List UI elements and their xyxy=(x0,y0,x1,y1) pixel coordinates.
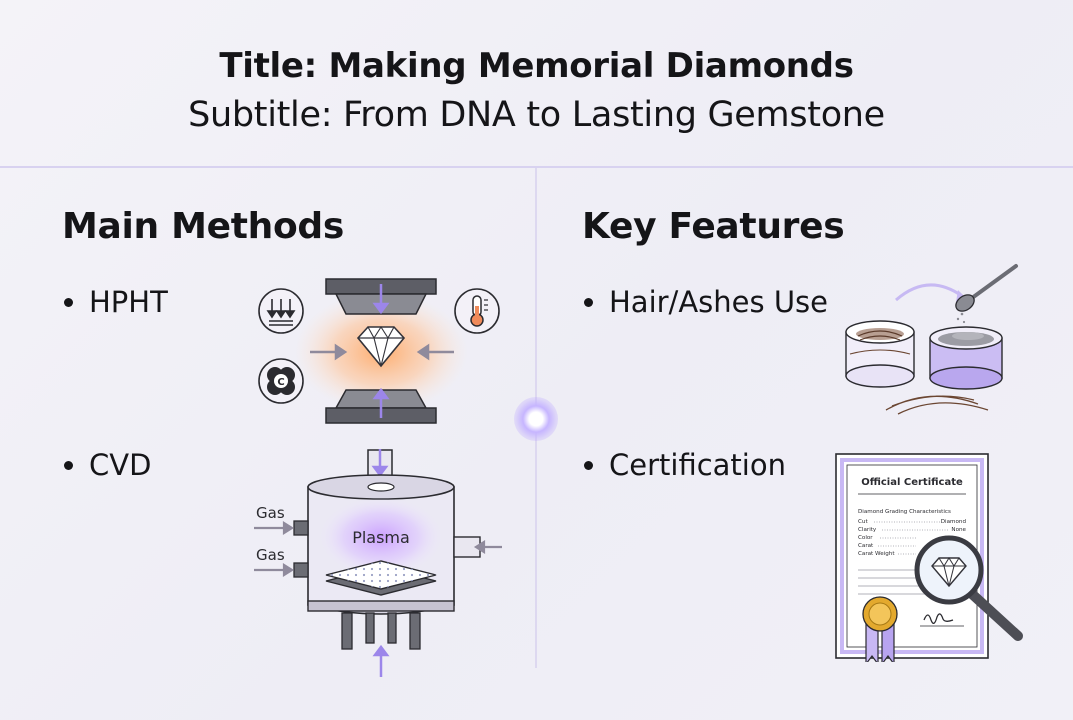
cert-row-value: Diamond xyxy=(941,519,967,525)
bullet-certification-label: Certification xyxy=(609,448,786,482)
center-glow xyxy=(514,397,558,441)
certificate-section: Diamond Grading Characteristics xyxy=(858,509,951,515)
hair-ashes-illustration xyxy=(845,264,1018,415)
inlet-arrow xyxy=(371,449,389,478)
page-subtitle: Subtitle: From DNA to Lasting Gemstone xyxy=(188,95,885,135)
bullet-dot xyxy=(64,460,73,470)
cvd-illustration: Gas Gas Plasma xyxy=(254,449,502,677)
cert-row-name: Clarity xyxy=(858,527,877,533)
ashes-jar xyxy=(929,326,1003,390)
bullet-dot xyxy=(584,460,593,470)
magnifier-icon xyxy=(914,535,1023,641)
cert-row-name: Cut xyxy=(858,519,868,525)
gas-port-1 xyxy=(293,520,309,536)
cert-row-value: None xyxy=(951,527,966,533)
svg-text:C: C xyxy=(277,377,284,388)
exhaust-arrow xyxy=(372,644,390,677)
gas-label-2: Gas xyxy=(256,546,285,564)
pressure-icon xyxy=(258,288,304,334)
header: Title: Making Memorial Diamonds Subtitle… xyxy=(0,0,1073,168)
thermometer-icon xyxy=(454,288,500,334)
carbon-icon: C xyxy=(258,358,304,404)
gas-arrows xyxy=(254,521,502,577)
gas-label-1: Gas xyxy=(256,504,285,522)
hair-jar xyxy=(845,320,915,388)
bullet-hpht: HPHT xyxy=(64,285,168,319)
bullet-hair-ashes: Hair/Ashes Use xyxy=(584,285,828,319)
cert-text-lines xyxy=(858,569,936,595)
header-divider xyxy=(0,166,1073,168)
diamond-icon xyxy=(931,557,967,588)
side-arrows xyxy=(310,343,454,361)
bullet-dot xyxy=(584,297,593,307)
loose-hair xyxy=(885,395,989,415)
signature xyxy=(923,613,954,624)
hpht-illustration: C xyxy=(258,278,500,424)
bullet-hair-ashes-label: Hair/Ashes Use xyxy=(609,285,829,319)
bullet-dot xyxy=(64,297,73,307)
bullet-cvd: CVD xyxy=(64,448,151,482)
pressure-arrows xyxy=(372,284,390,418)
cert-dotted-leaders xyxy=(874,521,948,555)
certificate-title: Official Certificate xyxy=(861,477,963,488)
gas-port-2 xyxy=(293,562,309,578)
cert-row-name: Color xyxy=(858,535,873,541)
key-features-heading: Key Features xyxy=(582,206,845,247)
page-title: Title: Making Memorial Diamonds xyxy=(219,46,854,86)
bullet-hpht-label: HPHT xyxy=(89,285,168,319)
cert-row-name: Carat xyxy=(858,543,874,549)
transfer-arrow xyxy=(895,283,963,302)
substrate xyxy=(325,560,437,596)
plasma-label: Plasma xyxy=(352,528,410,547)
diamond-icon xyxy=(356,325,406,368)
bottom-press xyxy=(325,389,437,424)
chamber-legs xyxy=(341,612,421,650)
seal-icon xyxy=(862,596,898,662)
cert-row-name: Carat Weight xyxy=(858,551,895,557)
main-methods-heading: Main Methods xyxy=(62,206,345,247)
bullet-cvd-label: CVD xyxy=(89,448,152,482)
spoon-icon xyxy=(955,264,1018,324)
bullet-certification: Certification xyxy=(584,448,786,482)
certificate-illustration: Official Certificate Diamond Grading Cha… xyxy=(835,453,1023,662)
